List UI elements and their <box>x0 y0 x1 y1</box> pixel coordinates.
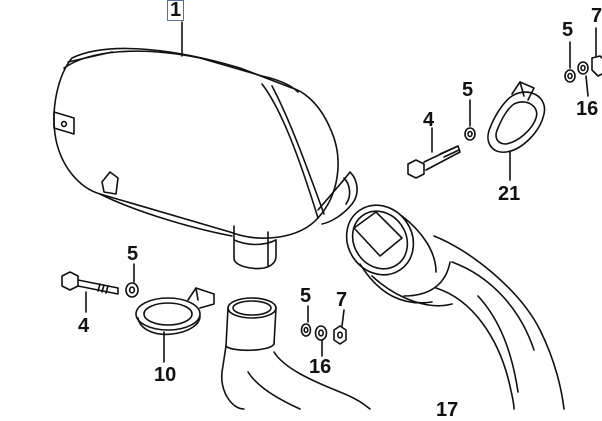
label-nut-top-right: 7 <box>591 5 602 27</box>
label-washer-upper: 5 <box>462 79 474 101</box>
clamp-upper-drawing <box>487 81 546 153</box>
muffler-drawing <box>53 47 358 270</box>
washer-upper-drawing <box>464 127 476 141</box>
label-washer-lower-left: 5 <box>127 243 139 265</box>
clamp-lower-drawing <box>135 287 215 336</box>
bolt-upper-drawing <box>407 145 461 179</box>
label-bolt-upper: 4 <box>423 109 435 131</box>
elbow-pipe-drawing <box>221 297 371 410</box>
leader-lock-washer-top-right <box>585 75 589 97</box>
exhaust-parts-diagram: 1 4 5 5 7 16 21 5 4 10 5 7 16 17 <box>53 0 602 420</box>
washer-lower-left-drawing <box>125 282 139 298</box>
label-muffler: 1 <box>167 0 185 21</box>
label-bolt-lower: 4 <box>78 315 90 337</box>
label-washer-lower-mid: 5 <box>300 285 312 307</box>
hardware-top-right-drawing <box>564 55 602 83</box>
label-washer-top-right: 5 <box>562 19 574 41</box>
hardware-lower-drawing <box>300 323 347 345</box>
leader-nut-lower <box>341 309 345 327</box>
label-lock-washer-top-right: 16 <box>576 98 599 120</box>
label-clamp-upper: 21 <box>498 183 521 205</box>
pipe-connector-drawing <box>345 204 565 410</box>
label-partial-bottom: 17 <box>436 399 459 421</box>
diagram-drawing <box>53 21 602 410</box>
label-lock-washer-lower: 16 <box>309 356 332 378</box>
bolt-lower-drawing <box>61 271 119 295</box>
label-clamp-lower: 10 <box>154 364 177 386</box>
label-nut-lower: 7 <box>336 289 348 311</box>
